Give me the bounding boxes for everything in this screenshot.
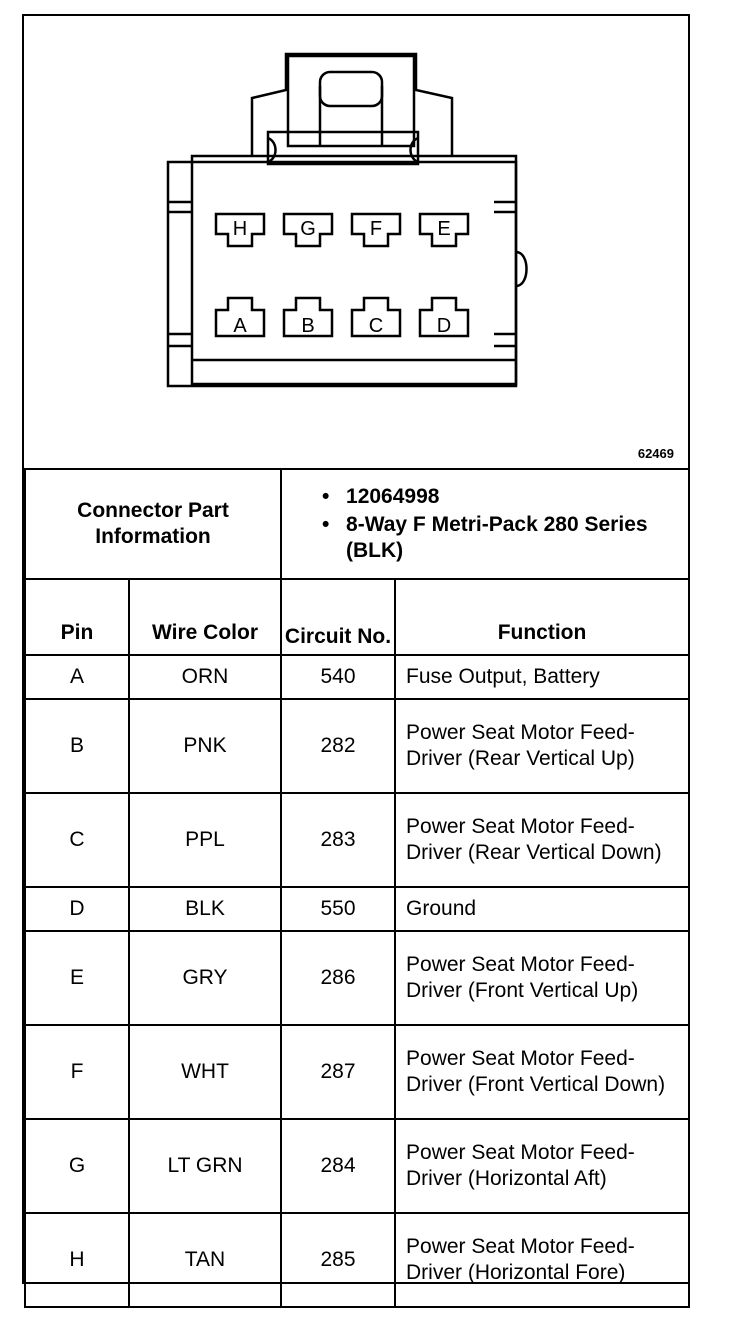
part-info-row: Connector Part Information 12064998 8-Wa… — [23, 468, 691, 580]
pin-cell: E — [24, 930, 130, 1026]
connector-table: Connector Part Information 12064998 8-Wa… — [23, 468, 691, 1308]
wire-color-cell: TAN — [127, 1212, 283, 1308]
circuit-cell: 285 — [280, 1212, 397, 1308]
pin-cell: D — [24, 886, 130, 932]
function-cell: Power Seat Motor Feed-Driver (Front Vert… — [394, 1024, 691, 1120]
pin-label: H — [233, 218, 247, 240]
wire-color-header: Wire Color — [127, 578, 283, 656]
circuit-cell: 287 — [280, 1024, 397, 1120]
function-cell: Ground — [394, 886, 691, 932]
wire-color-cell: WHT — [127, 1024, 283, 1120]
wire-color-cell: BLK — [127, 886, 283, 932]
pin-cavity — [418, 212, 470, 248]
function-cell: Power Seat Motor Feed-Driver (Rear Verti… — [394, 698, 691, 794]
pin-cell: H — [24, 1212, 130, 1308]
figure-number: 62469 — [637, 446, 674, 461]
pin-cell: A — [24, 654, 130, 700]
part-info-label: Connector Part Information — [23, 468, 283, 580]
pin-cavity — [418, 296, 470, 338]
pin-header: Pin — [24, 578, 130, 656]
pin-cell: F — [24, 1024, 130, 1120]
pin-label: E — [437, 218, 450, 240]
pin-cell: C — [24, 792, 130, 888]
connector-drawing: H G F E A B C D — [166, 52, 528, 388]
circuit-header: Circuit No. — [280, 578, 397, 656]
pin-cavity — [214, 296, 266, 338]
pin-label: F — [370, 218, 382, 240]
pin-label: B — [301, 315, 314, 337]
function-cell: Fuse Output, Battery — [394, 654, 691, 700]
circuit-cell: 283 — [280, 792, 397, 888]
pin-label: C — [369, 315, 383, 337]
circuit-cell: 286 — [280, 930, 397, 1026]
circuit-cell: 284 — [280, 1118, 397, 1214]
circuit-cell: 540 — [280, 654, 397, 700]
function-header: Function — [394, 578, 691, 656]
function-cell: Power Seat Motor Feed-Driver (Horizontal… — [394, 1118, 691, 1214]
pin-cavity — [214, 212, 266, 248]
pin-cavity — [350, 212, 402, 248]
pin-cell: B — [24, 698, 130, 794]
pin-cavity — [350, 296, 402, 338]
function-cell: Power Seat Motor Feed-Driver (Horizontal… — [394, 1212, 691, 1308]
pin-cavity — [282, 212, 334, 248]
pin-cell: G — [24, 1118, 130, 1214]
pin-label: A — [233, 315, 247, 337]
pin-label: G — [300, 218, 316, 240]
function-cell: Power Seat Motor Feed-Driver (Rear Verti… — [394, 792, 691, 888]
function-cell: Power Seat Motor Feed-Driver (Front Vert… — [394, 930, 691, 1026]
wire-color-cell: PPL — [127, 792, 283, 888]
part-number: 12064998 — [322, 484, 688, 510]
circuit-cell: 282 — [280, 698, 397, 794]
circuit-cell: 550 — [280, 886, 397, 932]
part-info-items: 12064998 8-Way F Metri-Pack 280 Series (… — [280, 468, 691, 580]
connector-description: 8-Way F Metri-Pack 280 Series (BLK) — [322, 512, 688, 564]
wire-color-cell: LT GRN — [127, 1118, 283, 1214]
pin-label: D — [437, 315, 451, 337]
wire-color-cell: ORN — [127, 654, 283, 700]
wire-color-cell: PNK — [127, 698, 283, 794]
pin-cavity — [282, 296, 334, 338]
header-row: Pin Wire Color Circuit No. Function — [24, 578, 691, 656]
wire-color-cell: GRY — [127, 930, 283, 1026]
